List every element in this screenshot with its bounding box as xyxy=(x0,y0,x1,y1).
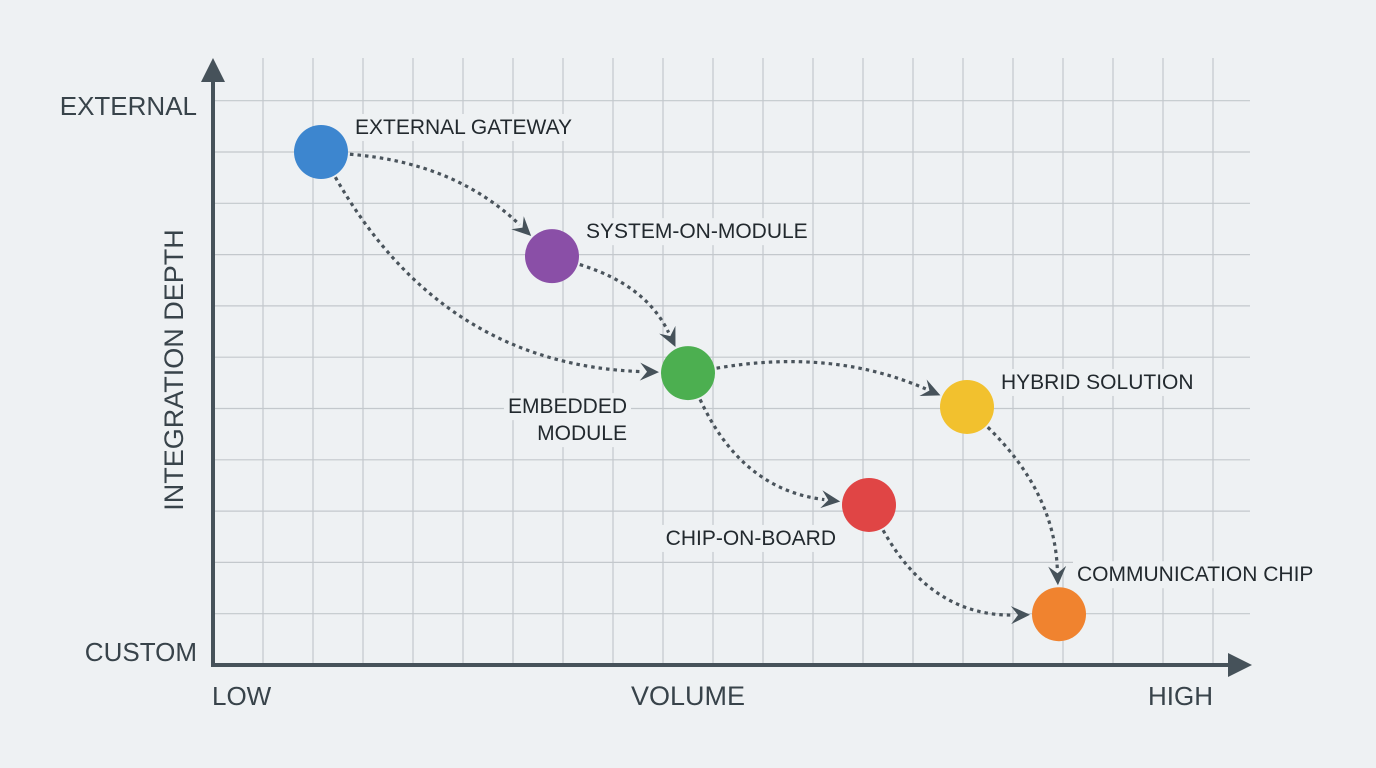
arrowhead-icon xyxy=(511,216,532,236)
arrowhead-icon xyxy=(1048,565,1067,586)
label-background xyxy=(661,524,840,552)
node-label: SYSTEM-ON-MODULE xyxy=(586,220,808,243)
node-label: EXTERNAL GATEWAY xyxy=(355,116,572,139)
x-axis-title: VOLUME xyxy=(631,681,745,711)
node-circle xyxy=(294,125,348,179)
connection-embedded-module-to-chip-on-board xyxy=(698,398,825,502)
connection-system-on-module-to-embedded-module xyxy=(579,263,671,334)
label-background xyxy=(351,114,577,141)
x-tick-label-high: HIGH xyxy=(1148,681,1213,711)
node-circle xyxy=(525,229,579,284)
label-background xyxy=(997,368,1198,396)
y-tick-label-low: CUSTOM xyxy=(85,637,197,667)
label-background xyxy=(503,393,631,421)
connection-chip-on-board-to-communication-chip xyxy=(881,529,1015,617)
node-chip-on-board: CHIP-ON-BOARD xyxy=(661,477,896,552)
label-background xyxy=(582,218,812,246)
node-circle xyxy=(940,379,994,434)
node-external-gateway: EXTERNAL GATEWAY xyxy=(294,114,577,179)
connections xyxy=(333,152,1067,625)
y-tick-label-high: EXTERNAL xyxy=(60,91,197,121)
label-background xyxy=(533,420,631,448)
node-circle xyxy=(842,477,896,532)
connection-external-gateway-to-embedded-module xyxy=(333,176,644,374)
nodes: EXTERNAL GATEWAY SYSTEM-ON-MODULE EMBEDDED… xyxy=(294,114,1318,642)
node-label: CHIP-ON-BOARD xyxy=(666,527,836,550)
node-system-on-module: SYSTEM-ON-MODULE xyxy=(525,218,812,284)
node-circle xyxy=(1032,587,1086,642)
connection-embedded-module-to-hybrid-solution xyxy=(716,359,927,391)
label-background xyxy=(1073,561,1318,589)
connection-external-gateway-to-system-on-module xyxy=(349,152,521,226)
arrowhead-icon xyxy=(1010,606,1031,625)
arrowhead-icon xyxy=(820,490,841,509)
node-label: COMMUNICATION CHIP xyxy=(1077,563,1313,586)
arrowhead-icon xyxy=(639,362,660,381)
arrowhead-icon xyxy=(659,325,676,347)
node-label: MODULE xyxy=(537,422,627,445)
node-hybrid-solution: HYBRID SOLUTION xyxy=(940,368,1198,434)
node-circle xyxy=(661,346,715,401)
axes: EXTERNAL CUSTOM INTEGRATION DEPTH LOW VO… xyxy=(60,58,1252,711)
arrowhead-icon xyxy=(919,379,941,396)
x-tick-label-low: LOW xyxy=(212,681,272,711)
node-embedded-module: EMBEDDED MODULE xyxy=(503,346,715,448)
x-axis-arrow-icon xyxy=(1228,653,1252,677)
node-communication-chip: COMMUNICATION CHIP xyxy=(1032,561,1318,642)
node-label: EMBEDDED xyxy=(508,395,627,418)
connection-hybrid-solution-to-communication-chip xyxy=(986,426,1059,570)
y-axis-title: INTEGRATION DEPTH xyxy=(159,229,189,511)
y-axis-arrow-icon xyxy=(201,58,225,82)
node-label: HYBRID SOLUTION xyxy=(1001,371,1194,394)
